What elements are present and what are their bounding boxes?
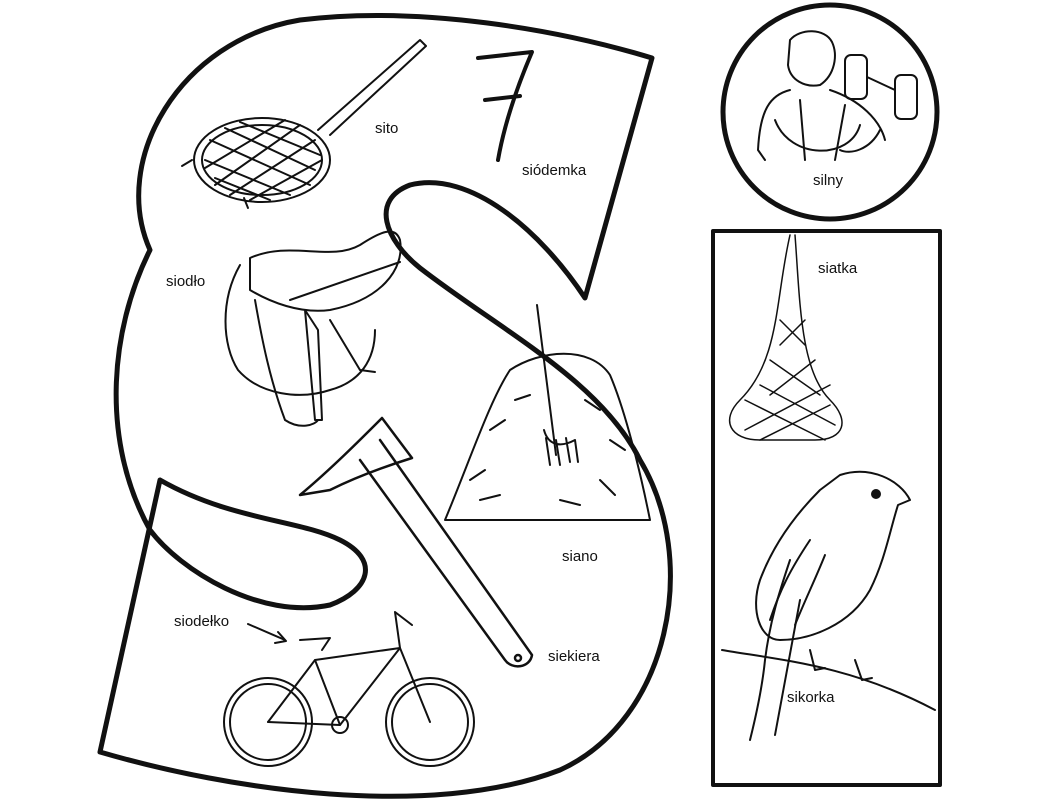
- titmouse-bird-icon: [721, 470, 936, 741]
- letter-s-outline: [97, 12, 673, 799]
- silny-frame: [720, 2, 940, 222]
- strongman-icon: [757, 30, 918, 161]
- number-seven-icon: [476, 50, 534, 162]
- axe-icon: [298, 416, 534, 668]
- label-siodelko: siodełko: [174, 613, 230, 630]
- right-panel-frame: [711, 229, 942, 787]
- haystack-icon: [444, 304, 651, 521]
- label-silny: silny: [813, 172, 844, 189]
- label-siano: siano: [562, 548, 598, 565]
- string-bag-icon: [728, 234, 843, 441]
- sieve-icon: [181, 39, 427, 209]
- arrow-icon: [247, 623, 287, 644]
- label-siekiera: siekiera: [548, 648, 600, 665]
- bicycle-icon: [223, 611, 475, 767]
- label-siodlo: siodło: [166, 273, 206, 290]
- label-siodemka: siódemka: [522, 162, 587, 179]
- label-siatka: siatka: [818, 260, 858, 277]
- label-sikorka: sikorka: [787, 689, 835, 706]
- label-sito: sito: [375, 120, 399, 137]
- saddle-icon: [224, 230, 402, 427]
